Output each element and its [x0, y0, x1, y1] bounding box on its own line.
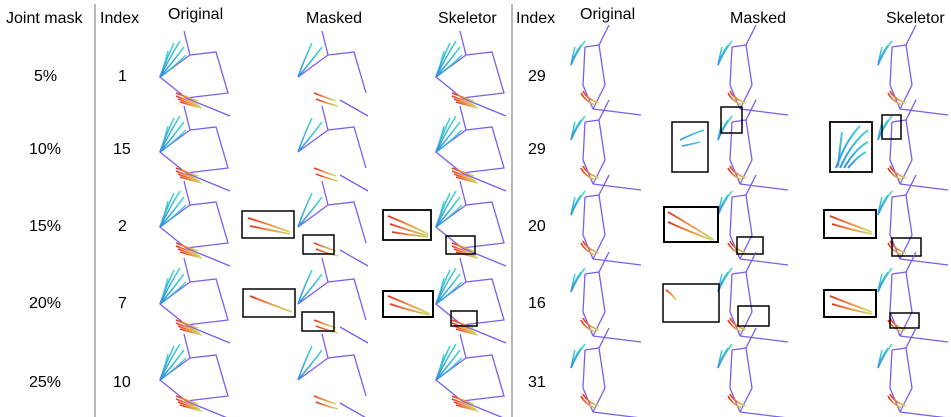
skeleton-original	[159, 180, 231, 267]
row-1-skeletons	[159, 24, 949, 117]
zoom-box	[445, 235, 476, 255]
row-4-skeletons	[159, 251, 949, 344]
row-right-index: 16	[528, 295, 546, 312]
row-right-index: 20	[528, 218, 546, 235]
header-index-left: Index	[100, 10, 139, 27]
skeleton-skeletor	[877, 327, 949, 417]
row-mask-label: 15%	[29, 218, 61, 235]
skeleton-original	[159, 333, 231, 417]
zoom-box	[302, 234, 335, 255]
zoom-box	[881, 114, 902, 140]
row-right-index: 29	[528, 68, 546, 85]
header-index-right: Index	[516, 10, 555, 27]
skeleton-original	[570, 251, 642, 343]
row-left-index: 1	[118, 68, 127, 85]
row-left-index: 2	[118, 218, 127, 235]
row-labels: 5% 1 29 10% 15 29 15% 2 20 20% 7 16 25% …	[29, 68, 546, 391]
zoom-box	[737, 305, 770, 327]
skeleton-original	[570, 327, 642, 417]
zoom-box	[450, 310, 478, 327]
row-5-skeletons	[159, 327, 949, 417]
zoom-box	[823, 289, 877, 318]
zoom-box	[736, 236, 764, 255]
skeleton-skeletor	[435, 30, 507, 117]
zoom-box	[242, 288, 296, 318]
zoom-box	[829, 121, 873, 173]
skeleton-masked	[297, 105, 369, 192]
header-masked-left: Masked	[306, 10, 362, 27]
row-mask-label: 5%	[34, 68, 57, 85]
zoom-box	[720, 106, 743, 134]
zoom-box	[301, 311, 335, 332]
zoomed-hand	[249, 289, 873, 316]
skeleton-masked	[717, 251, 789, 343]
zoom-box	[662, 283, 720, 323]
header-skeletor-right: Skeletor	[886, 10, 945, 27]
zoomed-hand	[247, 211, 873, 241]
zoom-box	[889, 312, 920, 329]
row-mask-label: 25%	[29, 374, 61, 391]
zoom-box	[382, 209, 432, 241]
zoomed-hand	[679, 129, 705, 147]
row-3-skeletons	[159, 174, 949, 267]
row-left-index: 7	[118, 295, 127, 312]
zoomed-hand	[835, 125, 869, 169]
header-skeletor-left: Skeletor	[438, 10, 497, 27]
zoom-box	[382, 290, 434, 318]
zoom-box	[671, 121, 709, 173]
row-left-index: 10	[113, 374, 131, 391]
skeleton-masked	[297, 30, 369, 117]
skeleton-skeletor	[435, 257, 507, 344]
skeleton-masked	[297, 333, 369, 417]
skeleton-original	[159, 30, 231, 117]
zoom-box	[823, 209, 877, 239]
header-original-right: Original	[580, 6, 635, 23]
row-mask-label: 10%	[29, 141, 61, 158]
header-joint-mask: Joint mask	[6, 10, 83, 27]
row-2-skeletons	[159, 99, 949, 192]
skeleton-original	[159, 105, 231, 192]
row-right-index: 29	[528, 141, 546, 158]
header-masked-right: Masked	[730, 10, 786, 27]
row-right-index: 31	[528, 374, 546, 391]
skeleton-original	[159, 257, 231, 344]
skeleton-masked	[717, 24, 789, 116]
header-original-left: Original	[168, 6, 223, 23]
skeleton-skeletor	[435, 105, 507, 192]
skeleton-skeletor	[877, 24, 949, 116]
skeleton-masked	[717, 327, 789, 417]
zoom-box	[241, 210, 295, 239]
zoom-box	[891, 237, 922, 257]
skeleton-skeletor	[435, 333, 507, 417]
row-left-index: 15	[113, 141, 131, 158]
zoom-box	[663, 206, 719, 243]
row-mask-label: 20%	[29, 295, 61, 312]
skeleton-original	[570, 24, 642, 116]
